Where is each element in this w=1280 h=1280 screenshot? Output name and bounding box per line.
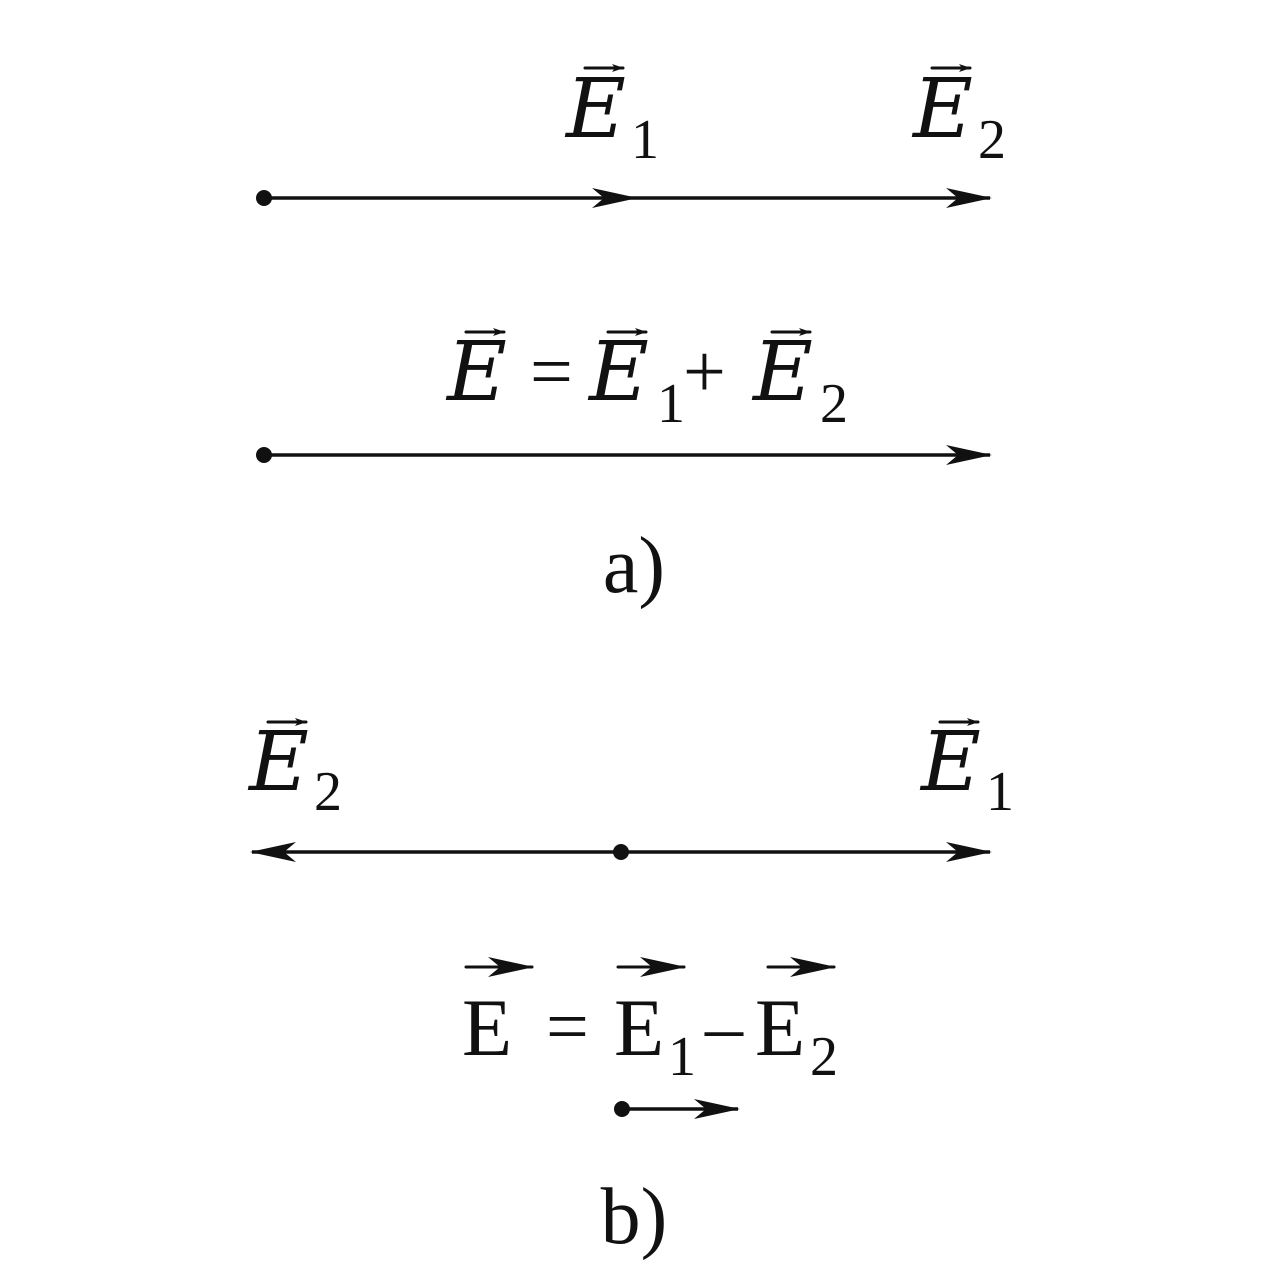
label-e2-b-symbol: E bbox=[247, 715, 309, 810]
caption-a: a) bbox=[603, 522, 665, 610]
label-e2-b-subscript: 2 bbox=[314, 761, 342, 823]
equation-a-term1-sub: 1 bbox=[657, 373, 685, 435]
equation-b-term2-sub: 2 bbox=[810, 1026, 838, 1088]
label-e2-a-subscript: 2 bbox=[978, 109, 1006, 171]
label-e2-a: E 2 bbox=[911, 62, 1006, 171]
equation-b-term1: E bbox=[614, 982, 664, 1073]
equation-b-term2: E bbox=[755, 982, 805, 1073]
equation-b: E = E 1 – E 2 bbox=[462, 957, 838, 1088]
equation-a-lhs: E bbox=[445, 325, 507, 420]
label-e1-b-symbol: E bbox=[919, 715, 981, 810]
label-e2-b: E 2 bbox=[247, 715, 342, 823]
part-b: E 2 E 1 E = E 1 – E 2 b) bbox=[247, 715, 1014, 1261]
equation-b-term1-sub: 1 bbox=[668, 1026, 696, 1088]
equation-a-term2: E bbox=[751, 325, 813, 420]
part-a: E 1 E 2 E = E 1 + E 2 a) bbox=[256, 62, 1006, 610]
equation-a-term2-sub: 2 bbox=[820, 373, 848, 435]
label-e1-b-subscript: 1 bbox=[986, 761, 1014, 823]
label-e1-a-subscript: 1 bbox=[631, 109, 659, 171]
caption-b: b) bbox=[601, 1173, 668, 1261]
equation-b-equals: = bbox=[546, 985, 589, 1069]
equation-b-lhs: E bbox=[462, 982, 512, 1073]
origin-point-b bbox=[613, 844, 629, 860]
label-e1-a: E 1 bbox=[564, 62, 659, 171]
label-e2-a-symbol: E bbox=[911, 62, 973, 157]
equation-a-plus: + bbox=[683, 330, 726, 414]
equation-a-equals: = bbox=[530, 330, 573, 414]
equation-a: E = E 1 + E 2 bbox=[445, 325, 848, 435]
equation-a-term1: E bbox=[587, 325, 649, 420]
label-e1-b: E 1 bbox=[919, 715, 1014, 823]
label-e1-a-symbol: E bbox=[564, 62, 626, 157]
equation-b-minus: – bbox=[704, 985, 744, 1069]
